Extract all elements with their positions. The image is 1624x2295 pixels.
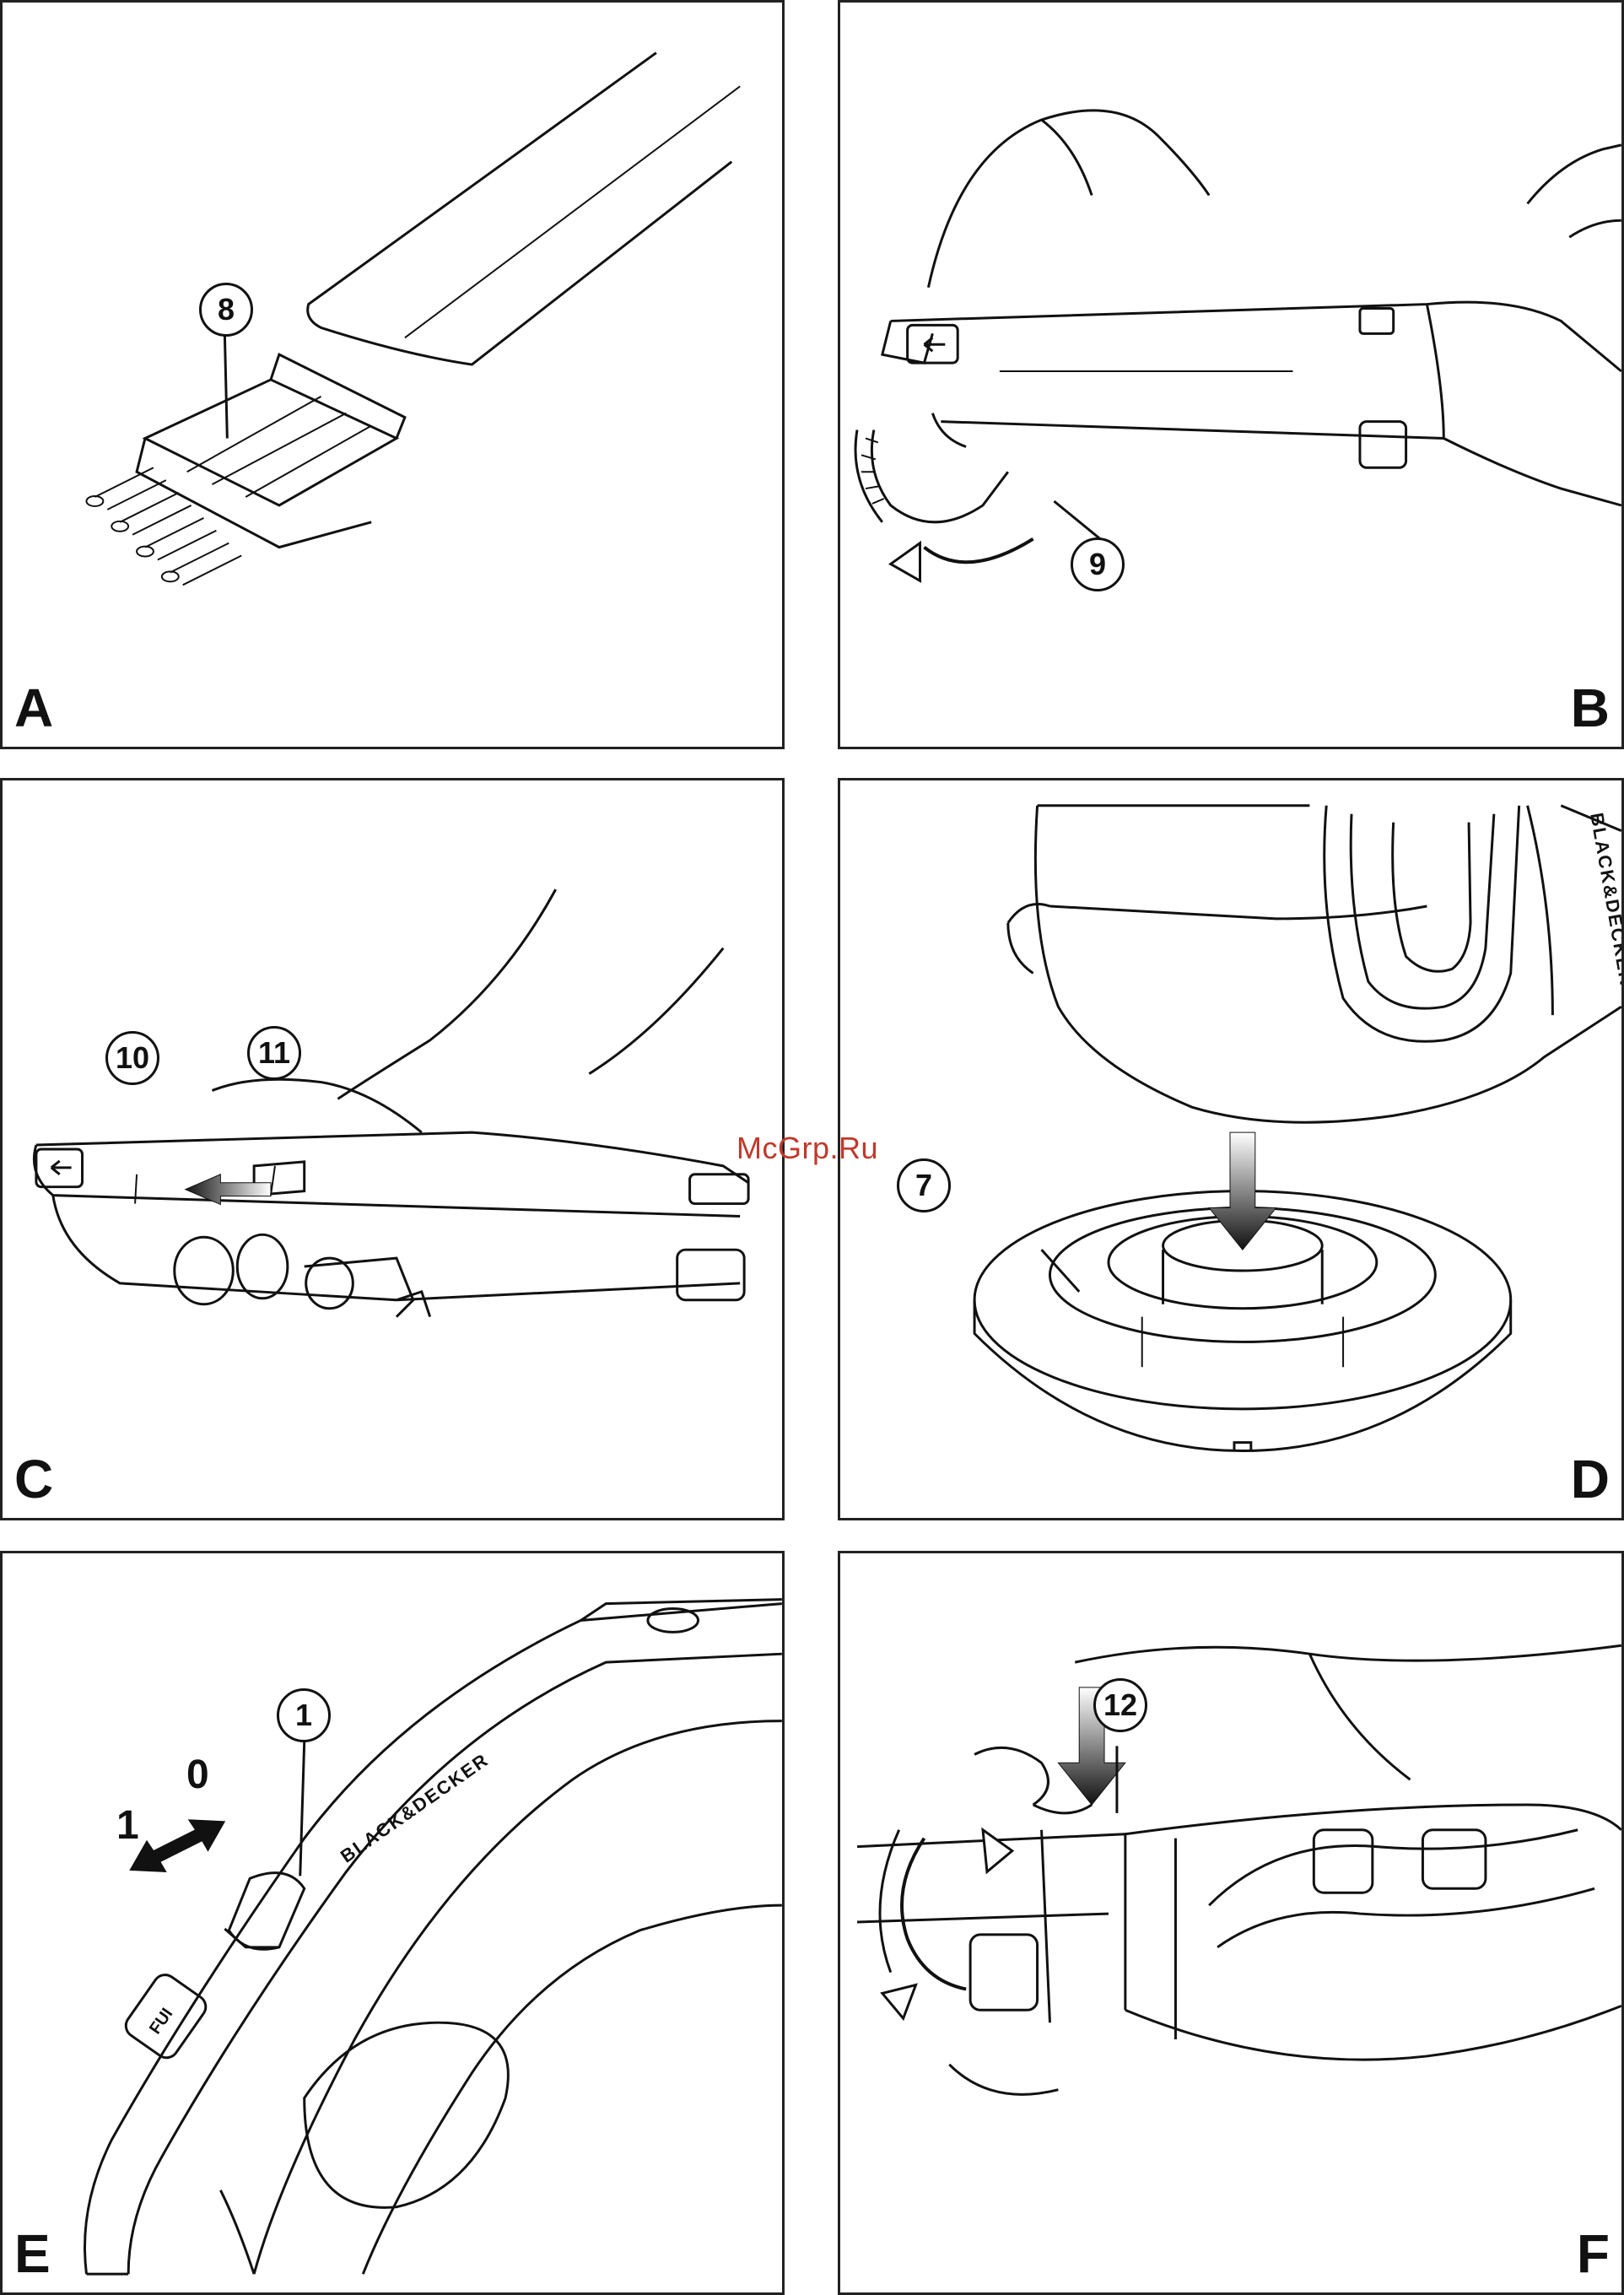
place-on-charging-base-illustration: BLACK&DECKER	[840, 780, 1621, 1518]
panel-d: BLACK&DECKER 7 D	[838, 778, 1624, 1520]
panel-letter-c: C	[14, 1452, 53, 1506]
callout-12: 12	[1093, 1678, 1147, 1732]
switch-direction-arrow-icon	[130, 1820, 224, 1872]
remove-bowl-illustration	[840, 1553, 1621, 2292]
switch-label-on: 1	[116, 1802, 139, 1849]
panel-letter-b: B	[1571, 681, 1610, 735]
panel-e: BLACK&DECKER FUI 1 0 1 E	[0, 1551, 785, 2295]
panel-c: 10 11 C	[0, 778, 785, 1520]
crevice-tool-illustration	[3, 3, 782, 747]
panel-b: 9 B	[838, 0, 1624, 749]
callout-7: 7	[897, 1158, 951, 1212]
on-off-switch-illustration: BLACK&DECKER FUI	[3, 1553, 782, 2292]
callout-9: 9	[1071, 537, 1125, 591]
panel-letter-a: A	[14, 681, 53, 735]
switch-label-off: 0	[186, 1752, 209, 1798]
button-text: FUI	[146, 2005, 176, 2038]
rotate-arrow-icon-lower	[882, 1984, 916, 2018]
detach-brush-illustration	[840, 3, 1621, 747]
panel-letter-d: D	[1571, 1452, 1610, 1506]
callout-11: 11	[247, 1026, 301, 1080]
panel-letter-f: F	[1577, 2227, 1610, 2281]
panel-f: 12 F	[838, 1551, 1624, 2295]
callout-8: 8	[199, 283, 253, 337]
panel-letter-e: E	[14, 2227, 51, 2281]
brand-logo: BLACK&DECKER	[337, 1749, 493, 1867]
callout-10: 10	[105, 1031, 159, 1085]
brand-logo: BLACK&DECKER	[1586, 811, 1621, 987]
watermark: McGrp.Ru	[736, 1131, 878, 1166]
rotate-arrow-icon	[983, 1830, 1012, 1872]
panel-a: 8 A	[0, 0, 785, 749]
callout-1: 1	[277, 1688, 331, 1742]
release-nozzle-illustration	[3, 780, 782, 1518]
